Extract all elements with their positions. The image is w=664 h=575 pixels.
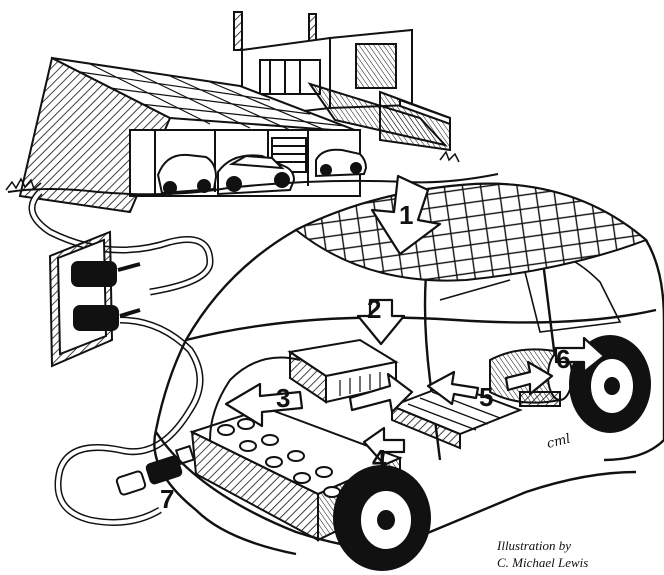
solar-carport-building — [6, 12, 498, 212]
credit-line-1: Illustration by — [497, 537, 657, 554]
solar-roof-panels — [296, 184, 646, 281]
callout-2: 2 — [367, 296, 381, 322]
callout-4: 4 — [372, 446, 386, 472]
callout-5: 5 — [479, 384, 493, 410]
credit-line-2: C. Michael Lewis — [497, 554, 657, 571]
callout-3: 3 — [276, 385, 290, 411]
illustration-credit: Illustration by C. Michael Lewis — [497, 537, 657, 571]
chimney-left — [234, 12, 242, 50]
callout-7: 7 — [160, 486, 174, 512]
artist-signature: cml — [545, 432, 572, 452]
callout-6: 6 — [556, 346, 570, 372]
front-wheel — [334, 466, 430, 570]
callout-1: 1 — [399, 202, 413, 228]
